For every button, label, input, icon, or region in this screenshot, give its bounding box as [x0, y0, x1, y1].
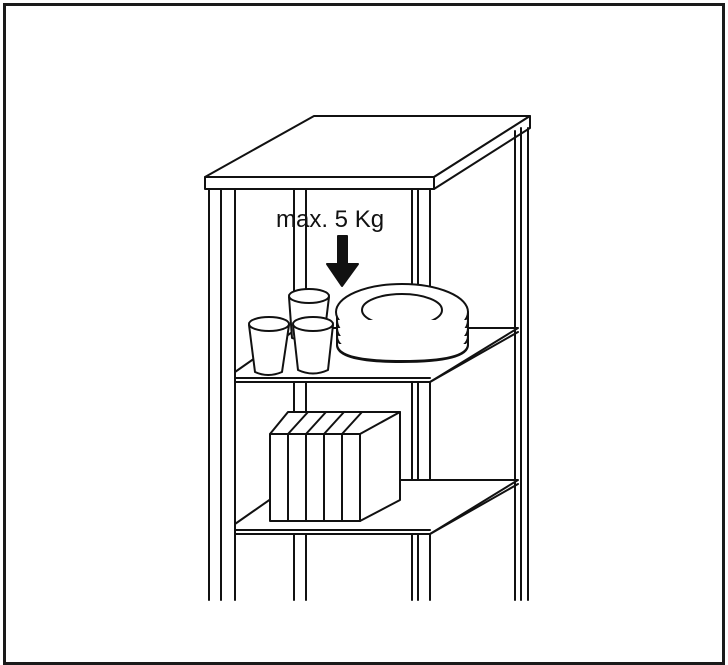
- max-load-label: max. 5 Kg: [276, 206, 384, 233]
- books-stack: [270, 412, 400, 521]
- cup-left: [249, 317, 289, 375]
- down-arrow-icon: [327, 236, 358, 286]
- cup-front: [293, 317, 333, 374]
- plates-stack: [336, 284, 468, 362]
- cabinet-top-board: [205, 116, 530, 189]
